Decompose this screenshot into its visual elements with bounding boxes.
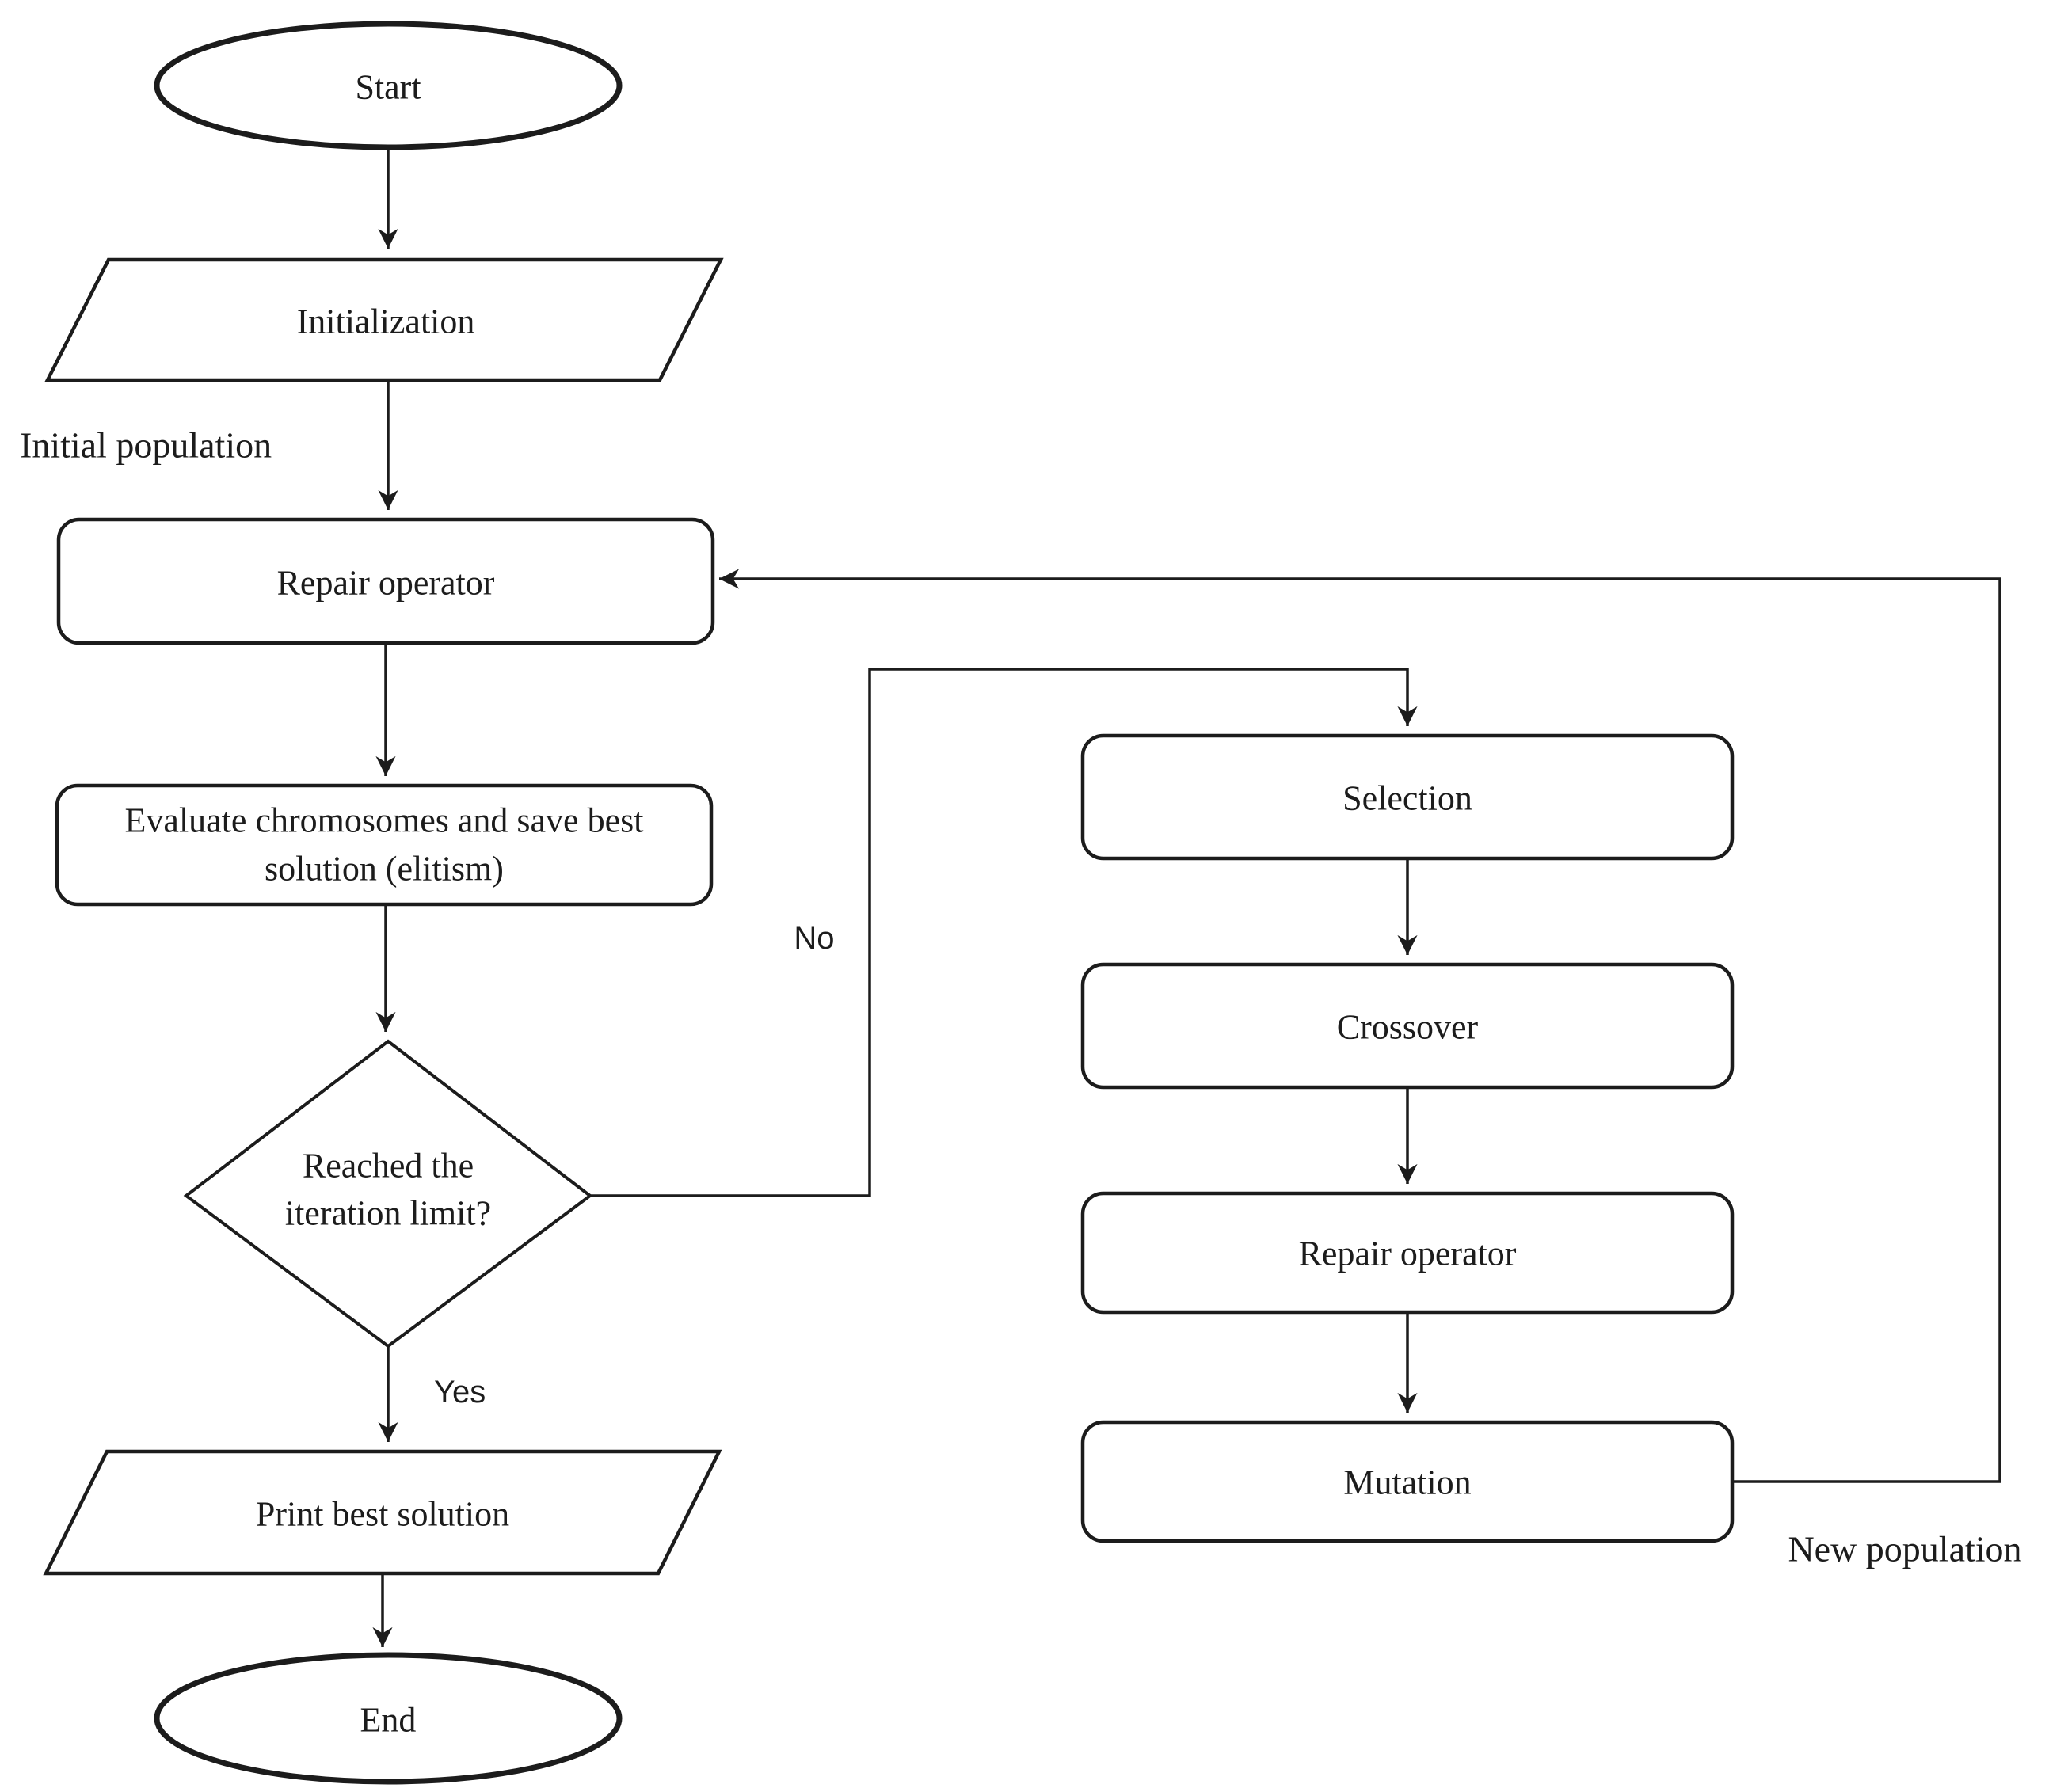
repair-operator-loop-label: Repair operator [1299, 1235, 1517, 1273]
yes-branch-label: Yes [434, 1375, 486, 1410]
repair-operator-main-box [56, 517, 715, 645]
iteration-limit-decision-diamond [183, 1039, 593, 1349]
decision-label-line1: Reached the [303, 1147, 474, 1185]
selection-box [1080, 733, 1735, 861]
edge-decision-no-to-selection [590, 668, 1418, 1197]
print-best-solution-label: Print best solution [256, 1495, 509, 1534]
decision-label-line2: iteration limit? [285, 1194, 491, 1233]
no-branch-label: No [794, 921, 834, 956]
selection-label: Selection [1342, 779, 1472, 818]
evaluate-label-line2: solution (elitism) [265, 850, 504, 888]
initial-population-label: Initial population [20, 425, 272, 466]
mutation-label: Mutation [1343, 1463, 1471, 1502]
start-label: Start [355, 68, 421, 107]
end-label: End [360, 1701, 417, 1740]
crossover-box [1080, 962, 1735, 1090]
crossover-label: Crossover [1337, 1008, 1479, 1047]
edge-mutation-new-population-feedback [719, 569, 2001, 1483]
start-terminator [154, 21, 623, 150]
evaluate-box [55, 783, 714, 907]
mutation-box [1080, 1420, 1735, 1543]
repair-operator-main-label: Repair operator [277, 564, 495, 603]
initialization-parallelogram [44, 257, 724, 382]
end-terminator [154, 1652, 623, 1785]
evaluate-label-line1: Evaluate chromosomes and save best [125, 801, 644, 840]
print-best-solution-parallelogram [43, 1449, 722, 1576]
initialization-label: Initialization [297, 302, 475, 341]
repair-operator-loop-box [1080, 1191, 1735, 1315]
new-population-label: New population [1788, 1529, 2021, 1569]
